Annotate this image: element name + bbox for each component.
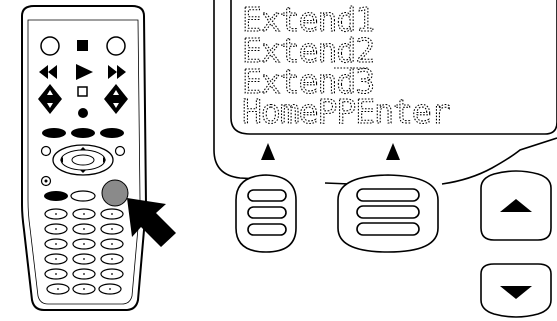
lcd-line: HomePPEnter (242, 92, 450, 131)
pill-button[interactable] (42, 128, 66, 138)
pill-button[interactable] (71, 128, 95, 138)
record-button[interactable] (78, 108, 88, 118)
remote-control (21, 5, 176, 311)
down-arrow-icon (500, 286, 532, 299)
lcd-line: Extend1 (242, 0, 374, 39)
up-arrow-icon (500, 199, 532, 212)
play-icon[interactable] (76, 64, 93, 80)
volume-up-icon (47, 90, 53, 95)
rewind-icon[interactable] (39, 65, 57, 79)
pause-icon[interactable] (77, 86, 88, 97)
volume-rocker[interactable] (38, 84, 62, 114)
pill-button[interactable] (70, 190, 96, 202)
volume-down-icon (47, 103, 53, 108)
highlighted-button[interactable] (101, 179, 129, 207)
lcd-line: Extend2 (242, 31, 374, 70)
fast-forward-icon[interactable] (108, 65, 126, 79)
pill-button[interactable] (44, 191, 68, 201)
softkey-indicator-left (261, 143, 275, 160)
side-button[interactable] (40, 145, 52, 157)
pill-button[interactable] (100, 128, 124, 138)
pointer-hand-icon (127, 198, 176, 247)
side-button[interactable] (114, 145, 126, 157)
left-softkey[interactable] (235, 174, 297, 253)
number-pad (44, 208, 124, 295)
stop-icon[interactable] (77, 40, 88, 51)
right-softkey[interactable] (337, 174, 439, 253)
power-icon[interactable] (40, 36, 60, 56)
up-arrow-button[interactable] (480, 170, 552, 241)
device-housing (213, 0, 276, 181)
dpad-icon[interactable] (52, 144, 114, 176)
down-arrow-button[interactable] (480, 263, 552, 318)
lcd-screen (230, 0, 557, 135)
display-panel: Extend1 Extend2 Extend3 HomePPEnter (213, 0, 557, 318)
channel-down-icon (113, 103, 119, 108)
channel-up-icon (113, 90, 119, 95)
channel-rocker[interactable] (104, 84, 128, 114)
power-icon[interactable] (106, 36, 126, 56)
softkey-indicator-right (386, 143, 400, 160)
lcd-line: Extend3 (242, 62, 374, 101)
